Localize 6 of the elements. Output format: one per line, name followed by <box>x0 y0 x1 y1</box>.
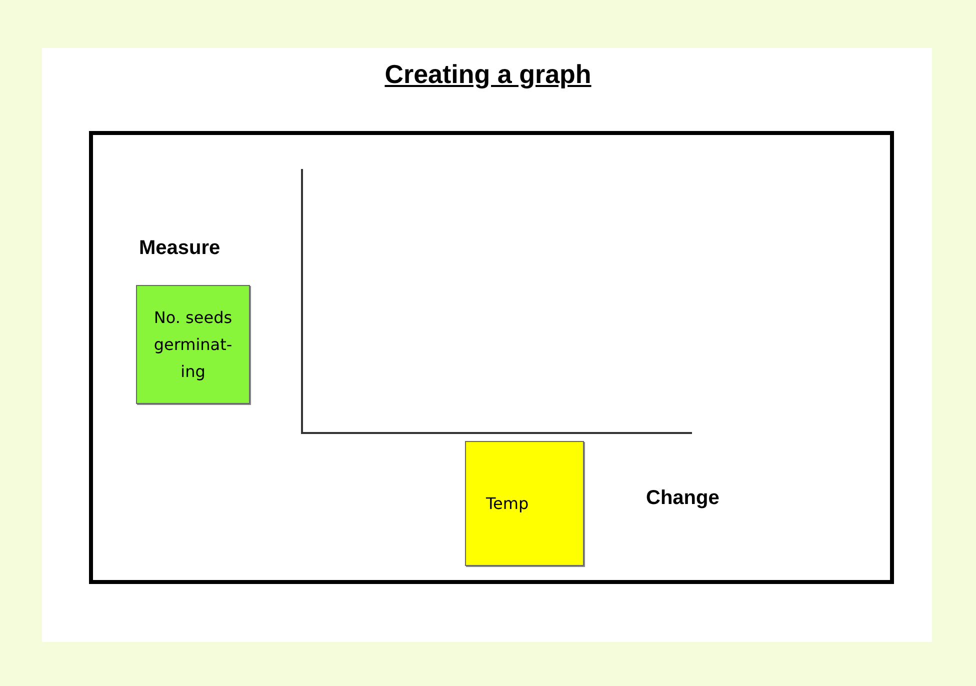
title: Creating a graph <box>384 58 592 91</box>
sticky-note: Temp <box>465 441 584 566</box>
axis-label: Change <box>646 486 720 511</box>
frame-box <box>89 131 894 584</box>
axis-label: Measure <box>139 236 220 261</box>
sticky-note: No. seeds germinat- ing <box>136 285 250 404</box>
